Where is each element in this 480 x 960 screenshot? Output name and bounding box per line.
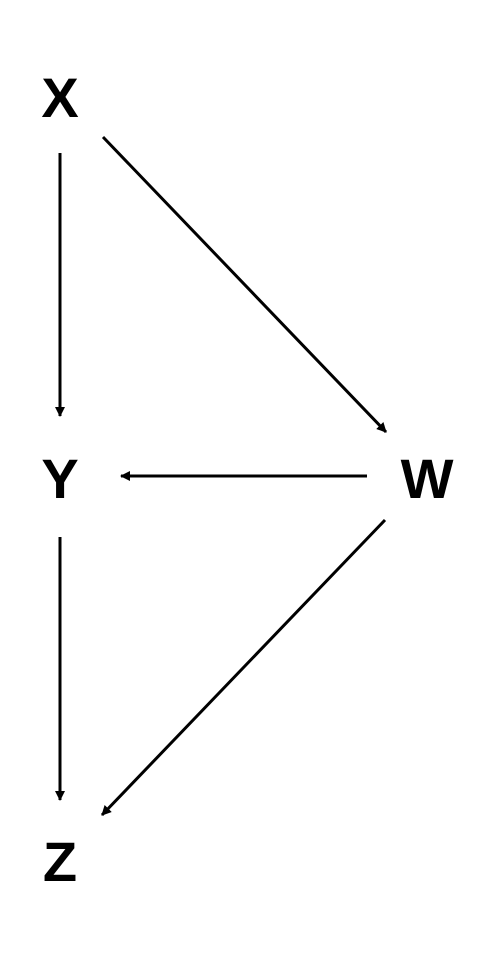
edge-x-to-w [101, 135, 388, 434]
edge-w-to-z [100, 518, 387, 817]
node-w-label: W [401, 447, 454, 510]
node-x-label: X [41, 66, 78, 129]
node-z-label: Z [43, 830, 77, 893]
node-y-label: Y [41, 447, 78, 510]
